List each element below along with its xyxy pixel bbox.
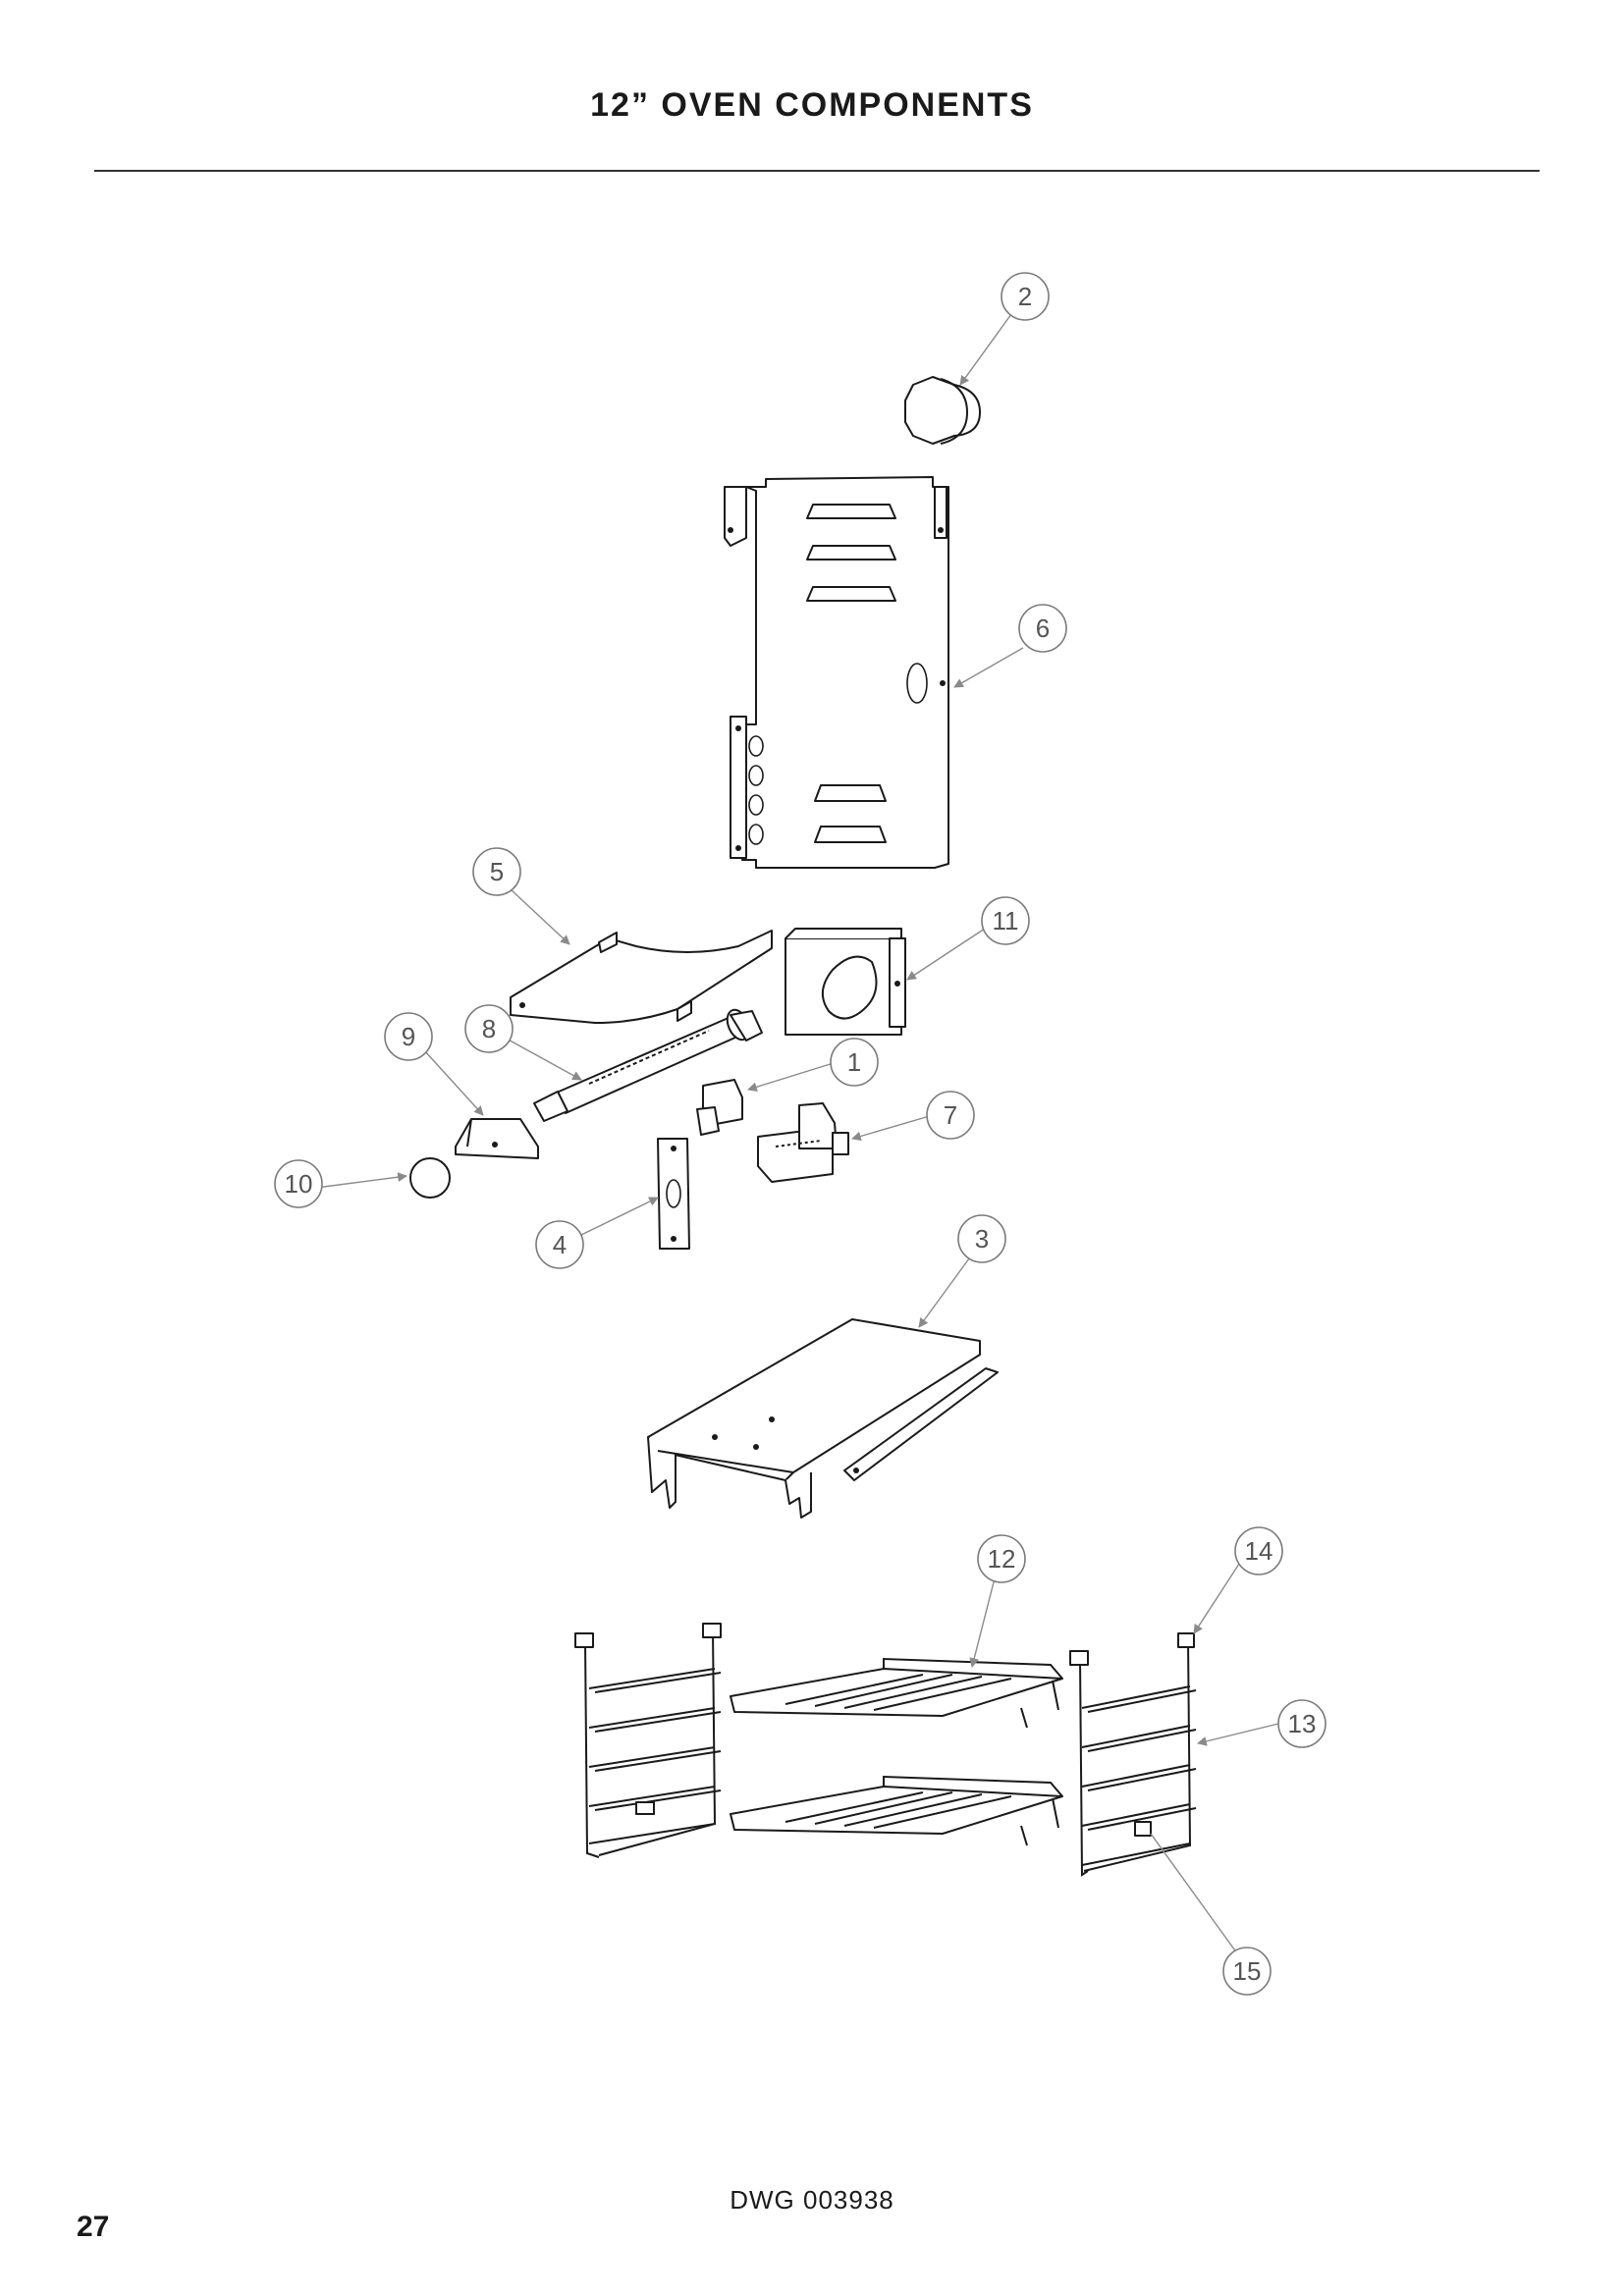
part-2-cap	[904, 376, 981, 445]
title-divider	[94, 170, 1540, 172]
callout-12: 12	[977, 1534, 1026, 1583]
part-7-valve-module	[757, 1102, 849, 1183]
svg-text:7: 7	[944, 1100, 957, 1130]
callout-5: 5	[472, 847, 521, 896]
part-8-burner-tube	[533, 1008, 763, 1122]
svg-text:2: 2	[1018, 282, 1032, 311]
svg-text:10: 10	[285, 1169, 313, 1199]
callout-6: 6	[1018, 604, 1067, 653]
callout-10: 10	[274, 1159, 323, 1208]
part-1-igniter	[696, 1079, 743, 1136]
callout-4: 4	[535, 1220, 584, 1269]
part-13-right-rack-side	[1069, 1638, 1197, 1877]
svg-text:6: 6	[1036, 614, 1050, 643]
callout-11: 11	[981, 896, 1030, 945]
callout-8: 8	[464, 1004, 514, 1053]
part-3-floor-tray	[647, 1318, 999, 1519]
callout-2: 2	[1001, 272, 1050, 321]
svg-text:4: 4	[553, 1230, 567, 1259]
svg-text:14: 14	[1245, 1536, 1273, 1566]
part-12-oven-racks	[730, 1657, 1063, 1846]
page-number: 27	[77, 2211, 110, 2243]
callout-1: 1	[830, 1038, 879, 1087]
part-5-baffle	[510, 930, 773, 1024]
svg-text:9: 9	[402, 1022, 415, 1051]
svg-text:3: 3	[975, 1224, 989, 1254]
page-title: 12” OVEN COMPONENTS	[590, 86, 1034, 124]
svg-text:11: 11	[993, 906, 1019, 935]
svg-text:13: 13	[1288, 1709, 1317, 1738]
part-6-rear-panel	[724, 476, 949, 869]
callout-9: 9	[384, 1012, 433, 1061]
part-4-plate	[657, 1138, 690, 1250]
callout-15: 15	[1222, 1947, 1272, 1996]
svg-text:8: 8	[482, 1014, 496, 1043]
part-14-stud	[1177, 1632, 1195, 1648]
part-9-bracket	[455, 1118, 539, 1159]
callout-3: 3	[957, 1214, 1006, 1263]
drawing-number: DWG 003938	[730, 2185, 894, 2215]
part-15-stud	[1134, 1821, 1152, 1837]
svg-text:12: 12	[988, 1544, 1016, 1574]
svg-text:5: 5	[490, 857, 504, 886]
part-11-burner-box	[785, 928, 906, 1036]
callout-13: 13	[1277, 1699, 1326, 1748]
left-rack-side	[574, 1623, 722, 1858]
svg-text:1: 1	[847, 1047, 861, 1077]
svg-text:15: 15	[1233, 1956, 1262, 1986]
callout-7: 7	[926, 1091, 975, 1140]
part-10-disc	[409, 1157, 451, 1199]
callout-14: 14	[1234, 1526, 1283, 1575]
